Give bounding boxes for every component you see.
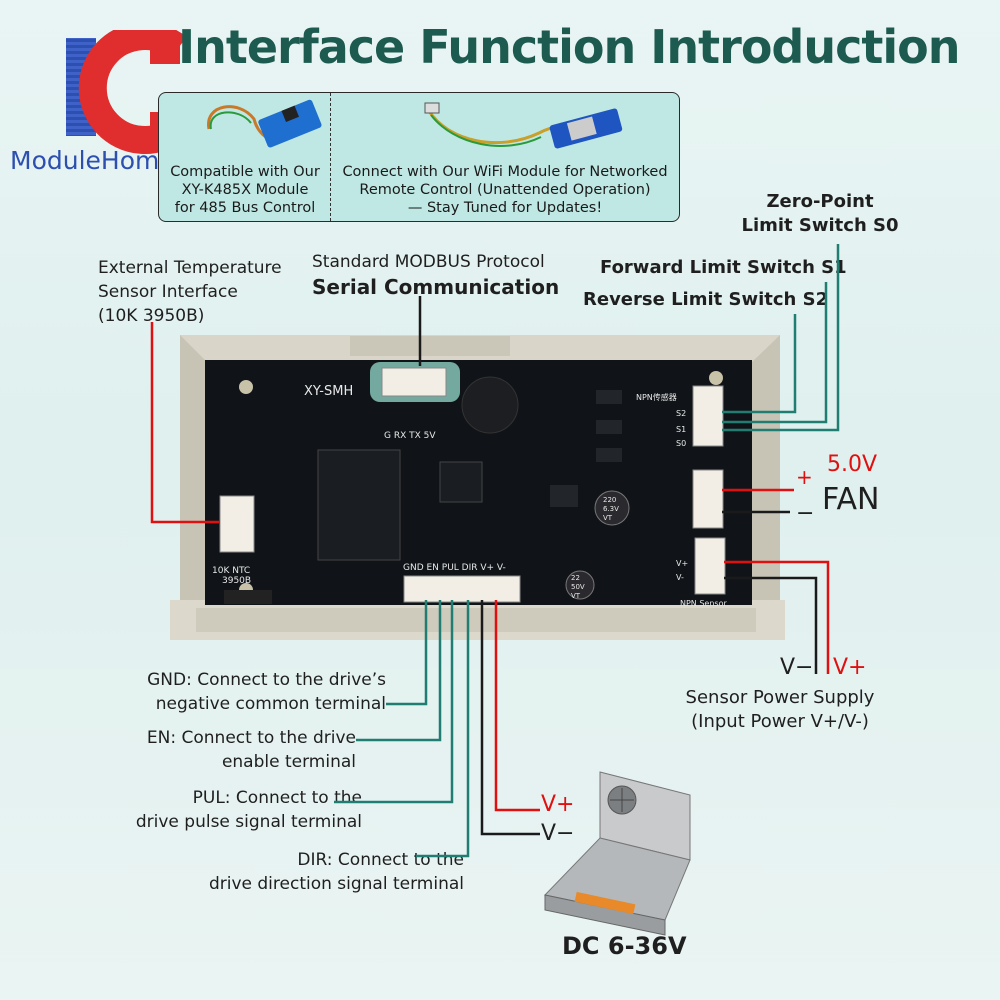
wifi-module-image (424, 102, 623, 149)
fan-label: FAN (822, 482, 880, 517)
cap1-silk-1: 220 (603, 496, 616, 504)
psu-label: DC 6-36V (562, 932, 687, 960)
wifi-compat-text: Connect with Our WiFi Module for Network… (342, 164, 668, 216)
rs485-module-image (207, 99, 322, 148)
pin-vminus-silk: V- (676, 573, 684, 582)
cap2-silk-1: 22 (571, 574, 580, 582)
box-divider (330, 93, 331, 221)
pin-s0-silk: S0 (676, 439, 686, 448)
s1-label: Forward Limit Switch S1 (600, 257, 847, 278)
cap1-silk-2: 6.3V (603, 505, 619, 513)
page-title: Interface Function Introduction (178, 20, 960, 74)
connectors (219, 362, 726, 603)
modbus-label: Standard MODBUS Protocol Serial Communic… (312, 252, 560, 299)
cap1-silk-3: VT (603, 514, 613, 522)
pcb-board (205, 360, 752, 605)
psu-vminus: V− (541, 821, 575, 846)
fan-plus: + (796, 465, 813, 489)
npn-bottom-silk: NPN Sensor (680, 599, 727, 608)
serial-pins-silk: G RX TX 5V (384, 431, 436, 441)
sensor-vminus: V− (780, 655, 814, 680)
pin-s1-silk: S1 (676, 425, 686, 434)
psu-vplus: V+ (541, 792, 575, 817)
fan-minus: − (796, 501, 815, 526)
enclosure (170, 335, 785, 640)
cap2-silk-2: 50V (571, 583, 585, 591)
pin-vplus-silk: V+ (676, 559, 688, 568)
cap2-silk-3: VT (571, 592, 581, 600)
ntc-silk-1: 10K NTC (212, 566, 250, 576)
s2-label: Reverse Limit Switch S2 (583, 289, 829, 310)
ntc-silk-2: 3950B (222, 576, 251, 586)
logo-name: ModuleHome (10, 146, 175, 175)
bottom-pins-silk: GND EN PUL DIR V+ V- (403, 563, 506, 573)
board-name: XY-SMH (304, 384, 353, 399)
pin-s2-silk: S2 (676, 409, 686, 418)
fan-voltage: 5.0V (827, 452, 878, 477)
npn-top-silk: NPN传感器 (636, 392, 677, 402)
sensor-vplus: V+ (833, 655, 867, 680)
sensor-power-label: Sensor Power Supply(Input Power V+/V-) (685, 687, 875, 732)
